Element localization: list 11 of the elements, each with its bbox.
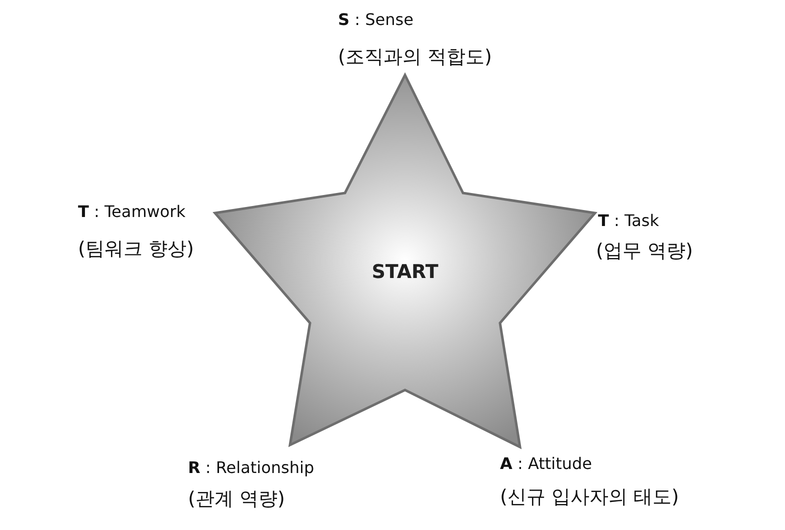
point-heading: T : Task: [598, 211, 660, 230]
point-note: (업무 역량): [596, 239, 693, 264]
point-heading: A : Attitude: [500, 454, 592, 473]
point-heading: R : Relationship: [188, 458, 314, 477]
point-heading: T : Teamwork: [78, 202, 186, 221]
point-note: (신규 입사자의 태도): [500, 485, 679, 510]
point-note: (조직과의 적합도): [338, 45, 492, 70]
star-label: START: [370, 261, 440, 283]
point-note: (팀워크 향상): [78, 237, 194, 262]
point-note: (관계 역량): [188, 487, 285, 512]
point-heading: S : Sense: [338, 10, 414, 29]
